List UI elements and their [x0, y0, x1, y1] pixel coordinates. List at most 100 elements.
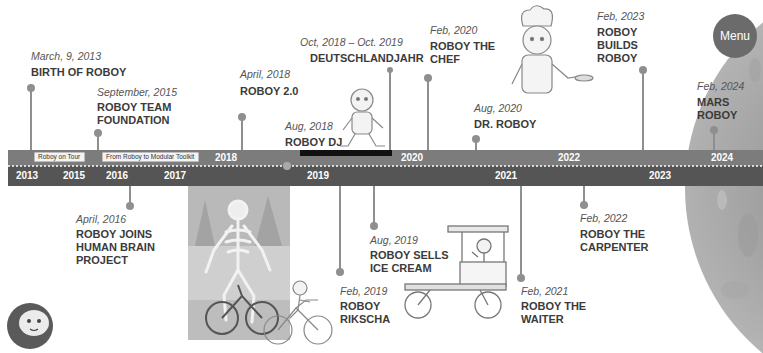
event-marker	[241, 117, 243, 150]
event-date: Feb, 2020	[430, 24, 477, 37]
ice-cream-cart-drawing	[460, 262, 506, 286]
event-marker	[710, 126, 718, 134]
event-title: ROBOY TEAM FOUNDATION	[97, 101, 179, 127]
timeline-bar: 2013 2015 2016 2017 2018 2019 2020 2021 2022 2023…	[0, 150, 763, 186]
event-title: DEUTSCHLANDJAHR	[310, 52, 424, 65]
event-title: BIRTH OF ROBOY	[31, 66, 126, 79]
event-marker	[30, 88, 32, 150]
ice-cream-cart-drawing	[472, 252, 484, 262]
chef-robot-drawing	[523, 26, 551, 54]
year-label: 2019	[307, 170, 329, 182]
event-marker	[472, 135, 480, 143]
event-marker	[126, 202, 134, 210]
rikscha-drawing	[278, 300, 318, 330]
year-label: 2024	[711, 152, 733, 164]
year-label: 2023	[649, 170, 671, 182]
rikscha-drawing	[264, 281, 332, 344]
event-marker	[517, 274, 525, 282]
robot-photo	[188, 300, 290, 340]
event-marker	[27, 84, 35, 92]
year-label: 2020	[401, 152, 423, 164]
event-title: MARS ROBOY	[697, 96, 743, 122]
year-label: 2022	[558, 152, 580, 164]
baby-robot-drawing	[357, 98, 360, 101]
baby-robot-drawing	[352, 112, 372, 134]
event-marker	[424, 74, 432, 82]
year-label: 2016	[106, 170, 128, 182]
chef-robot-drawing	[512, 64, 582, 84]
event-title: ROBOY SELLS ICE CREAM	[370, 249, 454, 275]
ice-cream-cart-drawing	[477, 239, 491, 253]
event-marker	[373, 186, 375, 226]
event-marker	[370, 222, 378, 230]
ice-cream-cart-drawing	[405, 284, 506, 290]
event-date: Feb, 2021	[521, 285, 568, 298]
event-marker	[387, 67, 393, 73]
year-label: 2015	[63, 170, 85, 182]
event-marker	[238, 113, 246, 121]
event-date: Aug, 2020	[474, 102, 522, 115]
ice-cream-cart-drawing	[503, 232, 504, 262]
period-tag: Roboy on Tour	[34, 152, 85, 162]
event-marker	[283, 162, 291, 170]
roboy-logo	[19, 310, 49, 336]
chef-robot-drawing	[540, 37, 543, 40]
timeline-band	[8, 165, 763, 167]
chef-robot-drawing	[530, 37, 533, 40]
baby-robot-drawing	[351, 89, 373, 111]
event-title: ROBOY 2.0	[240, 85, 299, 98]
event-title: DR. ROBOY	[474, 118, 536, 131]
event-marker	[27, 66, 718, 282]
event-title: ROBOY JOINS HUMAN BRAIN PROJECT	[76, 228, 160, 267]
baby-robot-drawing	[365, 98, 368, 101]
event-date: Oct, 2018 – Oct. 2019	[300, 36, 403, 49]
timeline-band	[8, 150, 763, 166]
ice-cream-cart-drawing	[461, 232, 462, 262]
year-label: 2013	[16, 170, 38, 182]
event-date: March, 9, 2013	[31, 50, 101, 63]
chef-robot-drawing	[575, 75, 593, 81]
period-tag: From Roboy to Modular Toolkit	[102, 152, 199, 162]
timeline-band	[8, 150, 763, 186]
event-date: Feb, 2024	[697, 80, 744, 93]
event-marker	[639, 66, 647, 74]
event-marker	[339, 186, 341, 272]
roboy-logo	[37, 319, 41, 323]
baby-robot-drawing	[343, 118, 383, 130]
event-marker	[580, 201, 588, 209]
event-title: ROBOY RIKSCHA	[340, 300, 396, 326]
menu-text: Menu	[720, 29, 750, 43]
chef-robot-drawing	[522, 6, 553, 26]
event-marker	[427, 78, 429, 150]
mars-planet	[717, 190, 727, 210]
event-marker	[389, 70, 391, 150]
mars-planet	[749, 58, 761, 82]
ice-cream-cart-drawing	[418, 290, 488, 305]
event-date: Aug, 2019	[370, 234, 418, 247]
event-date: Feb, 2022	[580, 212, 627, 225]
chef-robot-drawing	[512, 6, 593, 93]
event-marker	[336, 268, 344, 276]
event-date: Feb, 2023	[597, 10, 644, 23]
timeline-band	[300, 150, 392, 156]
roboy-logo	[7, 303, 53, 349]
rikscha-drawing	[293, 281, 307, 295]
year-label: 2017	[164, 170, 186, 182]
event-marker	[520, 186, 522, 278]
year-label: 2018	[215, 152, 237, 164]
chef-robot-drawing	[522, 55, 552, 93]
timeline-band	[8, 166, 763, 186]
roboy-logo	[27, 319, 31, 323]
mars-planet	[721, 281, 749, 299]
event-title: ROBOY THE WAITER	[521, 300, 591, 326]
event-marker	[642, 70, 644, 150]
menu-button: Menu	[713, 14, 757, 58]
period-text: Roboy on Tour	[35, 153, 84, 161]
period-text: From Roboy to Modular Toolkit	[103, 153, 198, 161]
year-label: 2021	[495, 170, 517, 182]
roboy-logo	[7, 303, 53, 349]
event-date: Aug, 2018	[285, 120, 333, 133]
mars-planet	[738, 213, 758, 257]
ice-cream-cart-drawing	[448, 226, 508, 232]
